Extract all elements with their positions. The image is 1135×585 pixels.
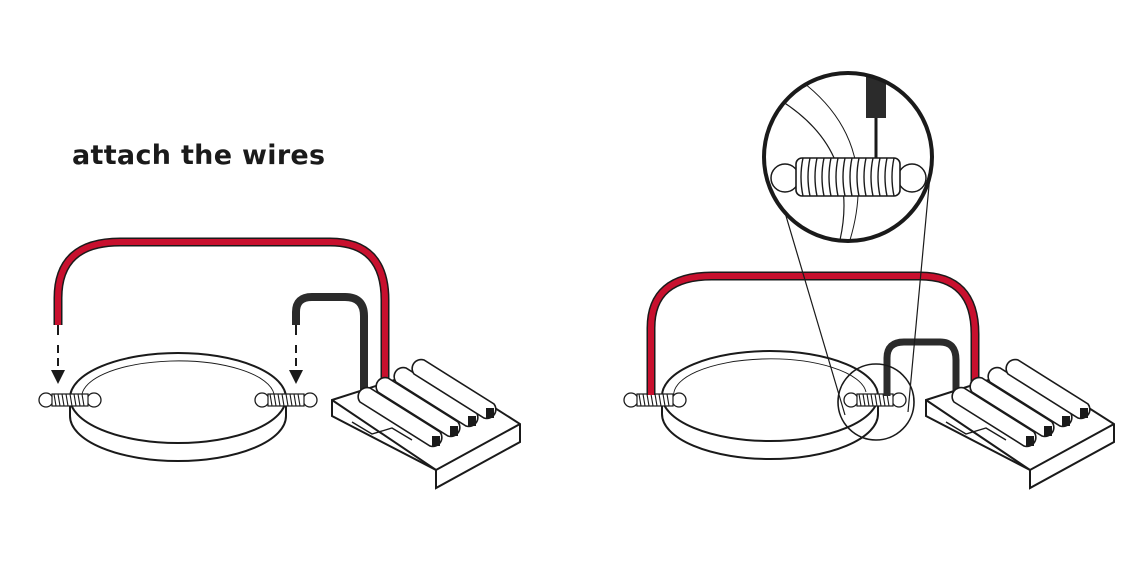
arrow-down-icon — [51, 345, 65, 384]
coil-terminal-left — [38, 392, 102, 408]
magnifier-callout — [762, 71, 934, 243]
coil-terminal-right — [843, 392, 907, 408]
instruction-title: attach the wires — [72, 140, 326, 171]
panel-before — [38, 237, 521, 489]
coil-terminal-right — [254, 392, 318, 408]
black-wire — [292, 293, 368, 398]
magnify-target-circle — [837, 363, 915, 441]
panel-after — [623, 71, 1115, 489]
arrow-down-icon — [289, 345, 303, 384]
coil-terminal-left — [623, 392, 687, 408]
ring-coil — [661, 350, 879, 460]
black-wire — [883, 338, 960, 400]
ring-coil — [69, 352, 287, 462]
